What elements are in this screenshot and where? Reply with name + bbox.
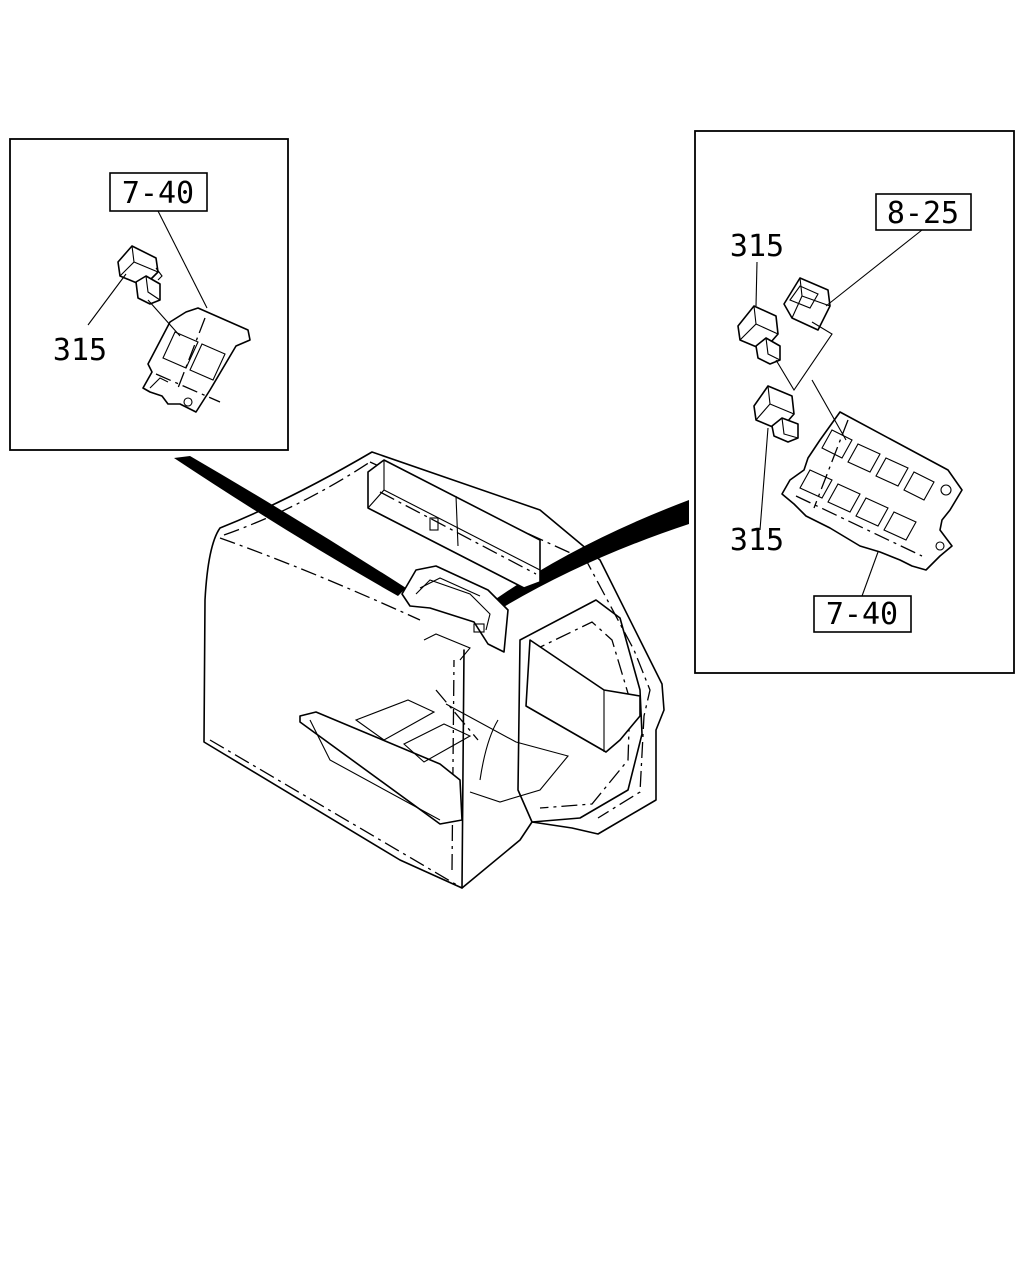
right-reference-label-top: 8-25 <box>887 196 959 231</box>
right-part-number-bottom: 315 <box>730 523 784 558</box>
left-part-number: 315 <box>53 333 107 368</box>
right-relay-upper <box>737 305 781 365</box>
right-relay-bracket <box>781 411 963 571</box>
right-detail-panel: 8-25 315 315 7-40 <box>694 130 1015 674</box>
left-reference-label: 7-40 <box>122 176 194 211</box>
left-callout-pointer <box>174 456 406 596</box>
left-detail-panel: 7-40 315 <box>9 138 289 451</box>
right-reference-label-bottom: 7-40 <box>826 597 898 632</box>
vehicle-cab-overview <box>203 451 665 889</box>
right-relay-lower <box>753 385 799 443</box>
left-relay <box>117 245 163 305</box>
right-fuse-component <box>783 277 831 331</box>
right-callout-pointer <box>486 500 689 614</box>
left-relay-bracket <box>142 307 251 413</box>
right-part-number-top: 315 <box>730 229 784 264</box>
